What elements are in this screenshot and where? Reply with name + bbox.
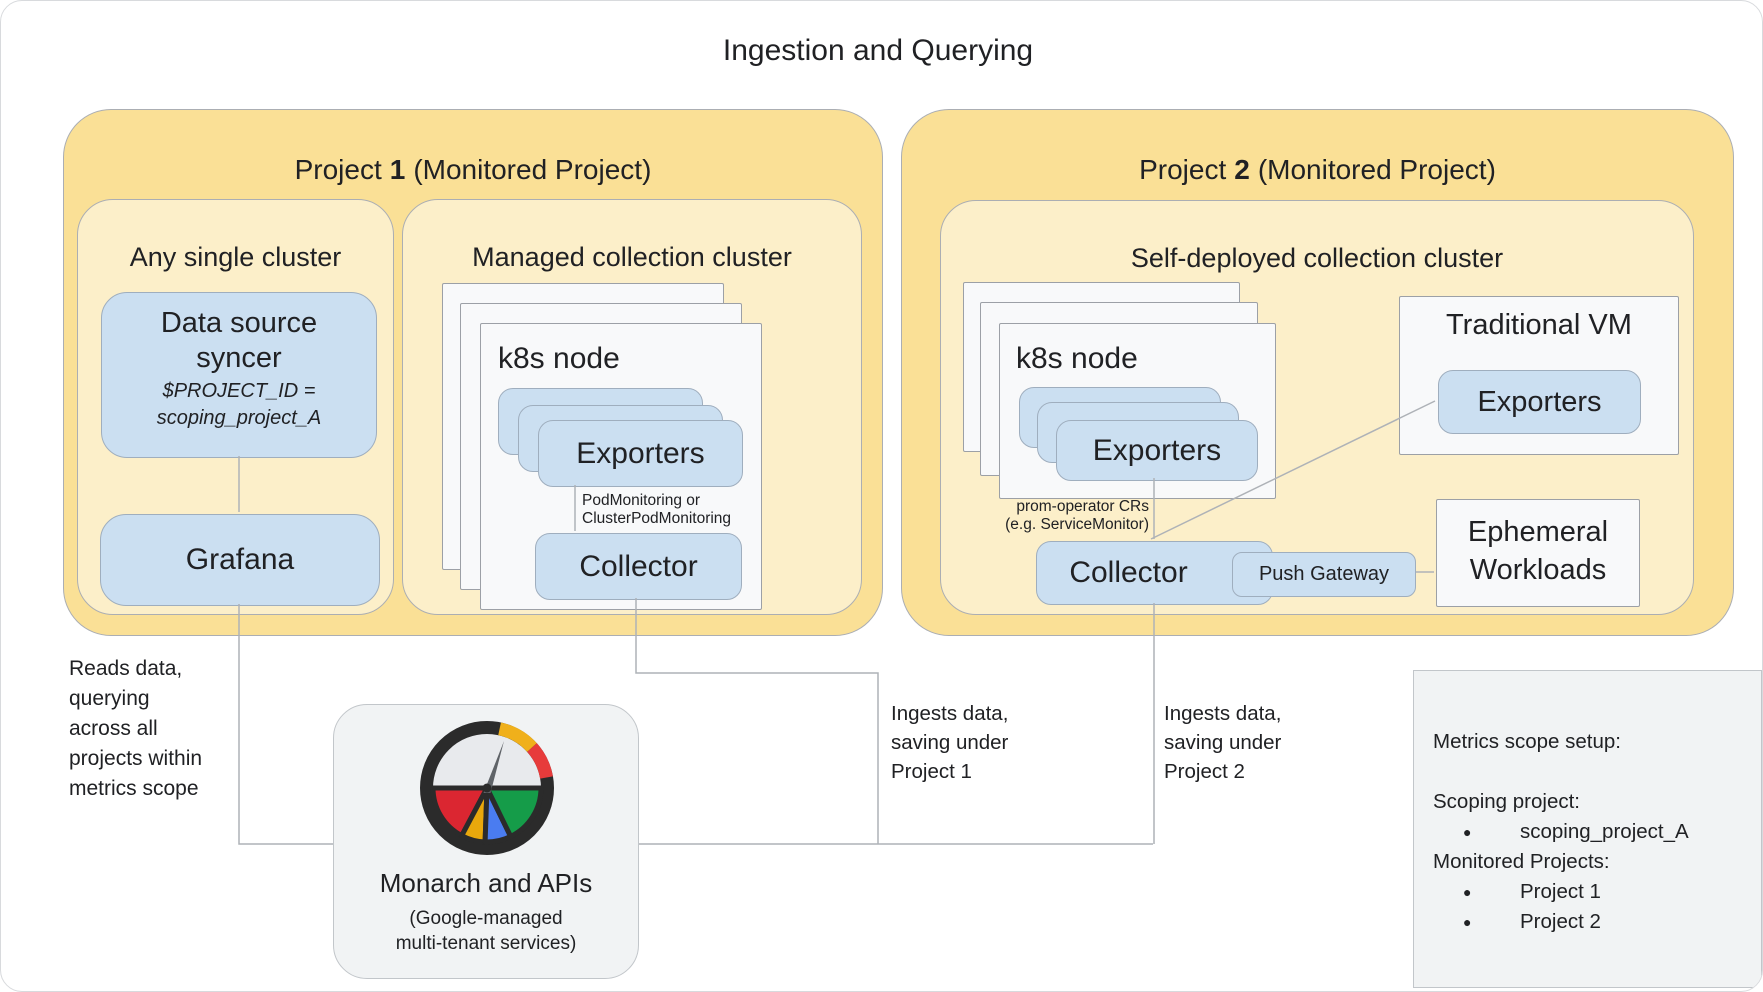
scoping-project-item: ● scoping_project_A	[1433, 817, 1751, 847]
exporters-label: Exporters	[576, 436, 705, 470]
reads-data-line3: across all	[69, 717, 158, 740]
reads-data-label: Reads data, querying across all projects…	[69, 654, 284, 804]
any-single-cluster: Any single cluster Data source syncer $P…	[77, 199, 394, 615]
prom-operator-note-line1: prom-operator CRs	[1016, 498, 1149, 515]
ingests-p1-line1: Ingests data,	[891, 702, 1009, 725]
reads-data-line2: querying	[69, 687, 150, 710]
monitored-project-1-value: Project 1	[1520, 880, 1601, 903]
data-source-syncer-box: Data source syncer $PROJECT_ID = scoping…	[101, 292, 377, 458]
pod-monitoring-note-line2: ClusterPodMonitoring	[582, 510, 732, 527]
ingests-p1-line3: Project 1	[891, 760, 972, 783]
monarch-subtitle-line1: (Google-managed	[409, 908, 563, 929]
monarch-subtitle-line2: multi-tenant services)	[395, 933, 577, 954]
any-single-cluster-title: Any single cluster	[129, 242, 342, 272]
ephemeral-workloads-line2: Workloads	[1469, 554, 1607, 586]
project-1-title-number: 1	[389, 154, 406, 185]
k8s-node-label-p2: k8s node	[1016, 342, 1138, 375]
syncer-project-id-param: $PROJECT_ID =	[162, 380, 316, 402]
reads-data-line5: metrics scope	[69, 777, 199, 800]
ingests-p1-line2: saving under	[891, 731, 1009, 754]
prom-operator-note-line2: (e.g. ServiceMonitor)	[1005, 516, 1149, 533]
syncer-scoping-project-param: scoping_project_A	[156, 407, 322, 429]
collector-box-p1: Collector	[535, 533, 742, 600]
self-deployed-cluster-title: Self-deployed collection cluster	[1130, 243, 1504, 273]
gauge-icon	[420, 721, 554, 855]
managed-collection-cluster: Managed collection cluster k8s node Expo…	[402, 199, 862, 615]
traditional-vm-exporters-label: Exporters	[1477, 385, 1602, 418]
ephemeral-workloads-box: Ephemeral Workloads	[1436, 499, 1640, 607]
exporters-label-p2: Exporters	[1092, 433, 1222, 467]
metrics-scope-spacer	[1433, 757, 1751, 787]
monitored-project-item-2: ● Project 2	[1433, 907, 1751, 937]
k8s-node-card-front: k8s node Exporters PodMonitoring or Clus…	[480, 323, 762, 610]
collector-label-p1: Collector	[579, 549, 698, 583]
project-2-title-number: 2	[1234, 154, 1250, 185]
push-gateway-label: Push Gateway	[1258, 563, 1390, 585]
project-2-title-prefix: Project	[1139, 154, 1227, 185]
scoping-project-label: Scoping project:	[1433, 790, 1581, 813]
ingests-p2-line2: saving under	[1164, 731, 1282, 754]
ingests-p2-line1: Ingests data,	[1164, 702, 1282, 725]
k8s-node-card-front-p2: k8s node Exporters	[999, 323, 1276, 499]
ingests-data-p1-label: Ingests data, saving under Project 1	[891, 699, 1071, 786]
monitored-projects-label: Monitored Projects:	[1433, 850, 1610, 873]
monarch-subtitle: (Google-managed multi-tenant services)	[334, 906, 638, 956]
k8s-node-label: k8s node	[498, 342, 620, 375]
exporters-box-front: Exporters	[538, 420, 743, 487]
monitored-project-2-value: Project 2	[1520, 910, 1601, 933]
ingests-p2-line3: Project 2	[1164, 760, 1245, 783]
ephemeral-workloads-line1: Ephemeral	[1467, 516, 1609, 548]
bullet-icon: ●	[1463, 824, 1472, 840]
grafana-label: Grafana	[185, 543, 295, 576]
push-gateway-box: Push Gateway	[1232, 552, 1416, 597]
bullet-icon: ●	[1463, 884, 1472, 900]
exporters-box-front-p2: Exporters	[1056, 420, 1258, 481]
managed-collection-cluster-title: Managed collection cluster	[472, 242, 792, 272]
ingests-data-p2-label: Ingests data, saving under Project 2	[1164, 699, 1344, 786]
metrics-scope-title: Metrics scope setup:	[1433, 730, 1621, 753]
scoping-project-value: scoping_project_A	[1520, 820, 1689, 843]
bullet-icon: ●	[1463, 914, 1472, 930]
pod-monitoring-note: PodMonitoring or ClusterPodMonitoring	[582, 492, 752, 528]
collector-label-p2: Collector	[1069, 556, 1188, 589]
reads-data-line1: Reads data,	[69, 657, 183, 680]
project-1-title-prefix: Project	[294, 154, 382, 185]
traditional-vm-title: Traditional VM	[1446, 309, 1632, 341]
project-2-title-suffix: (Monitored Project)	[1257, 154, 1496, 185]
grafana-box: Grafana	[100, 514, 380, 606]
data-source-syncer-label-line1: Data source	[160, 307, 318, 339]
reads-data-line4: projects within	[69, 747, 203, 770]
monarch-title: Monarch and APIs	[379, 868, 593, 898]
diagram-title: Ingestion and Querying	[722, 34, 1034, 67]
self-deployed-cluster: Self-deployed collection cluster k8s nod…	[940, 200, 1694, 615]
data-source-syncer-label-line2: syncer	[196, 342, 282, 374]
project-1-title-suffix: (Monitored Project)	[413, 154, 652, 185]
monarch-box: Monarch and APIs (Google-managed multi-t…	[333, 704, 639, 979]
monitored-project-item-1: ● Project 1	[1433, 877, 1751, 907]
traditional-vm-box: Traditional VM Exporters	[1399, 296, 1679, 455]
prom-operator-note: prom-operator CRs (e.g. ServiceMonitor)	[974, 498, 1149, 534]
traditional-vm-exporters-box: Exporters	[1438, 370, 1641, 434]
pod-monitoring-note-line1: PodMonitoring or	[582, 492, 701, 509]
metrics-scope-setup-box: Metrics scope setup: Scoping project: ● …	[1413, 670, 1762, 988]
